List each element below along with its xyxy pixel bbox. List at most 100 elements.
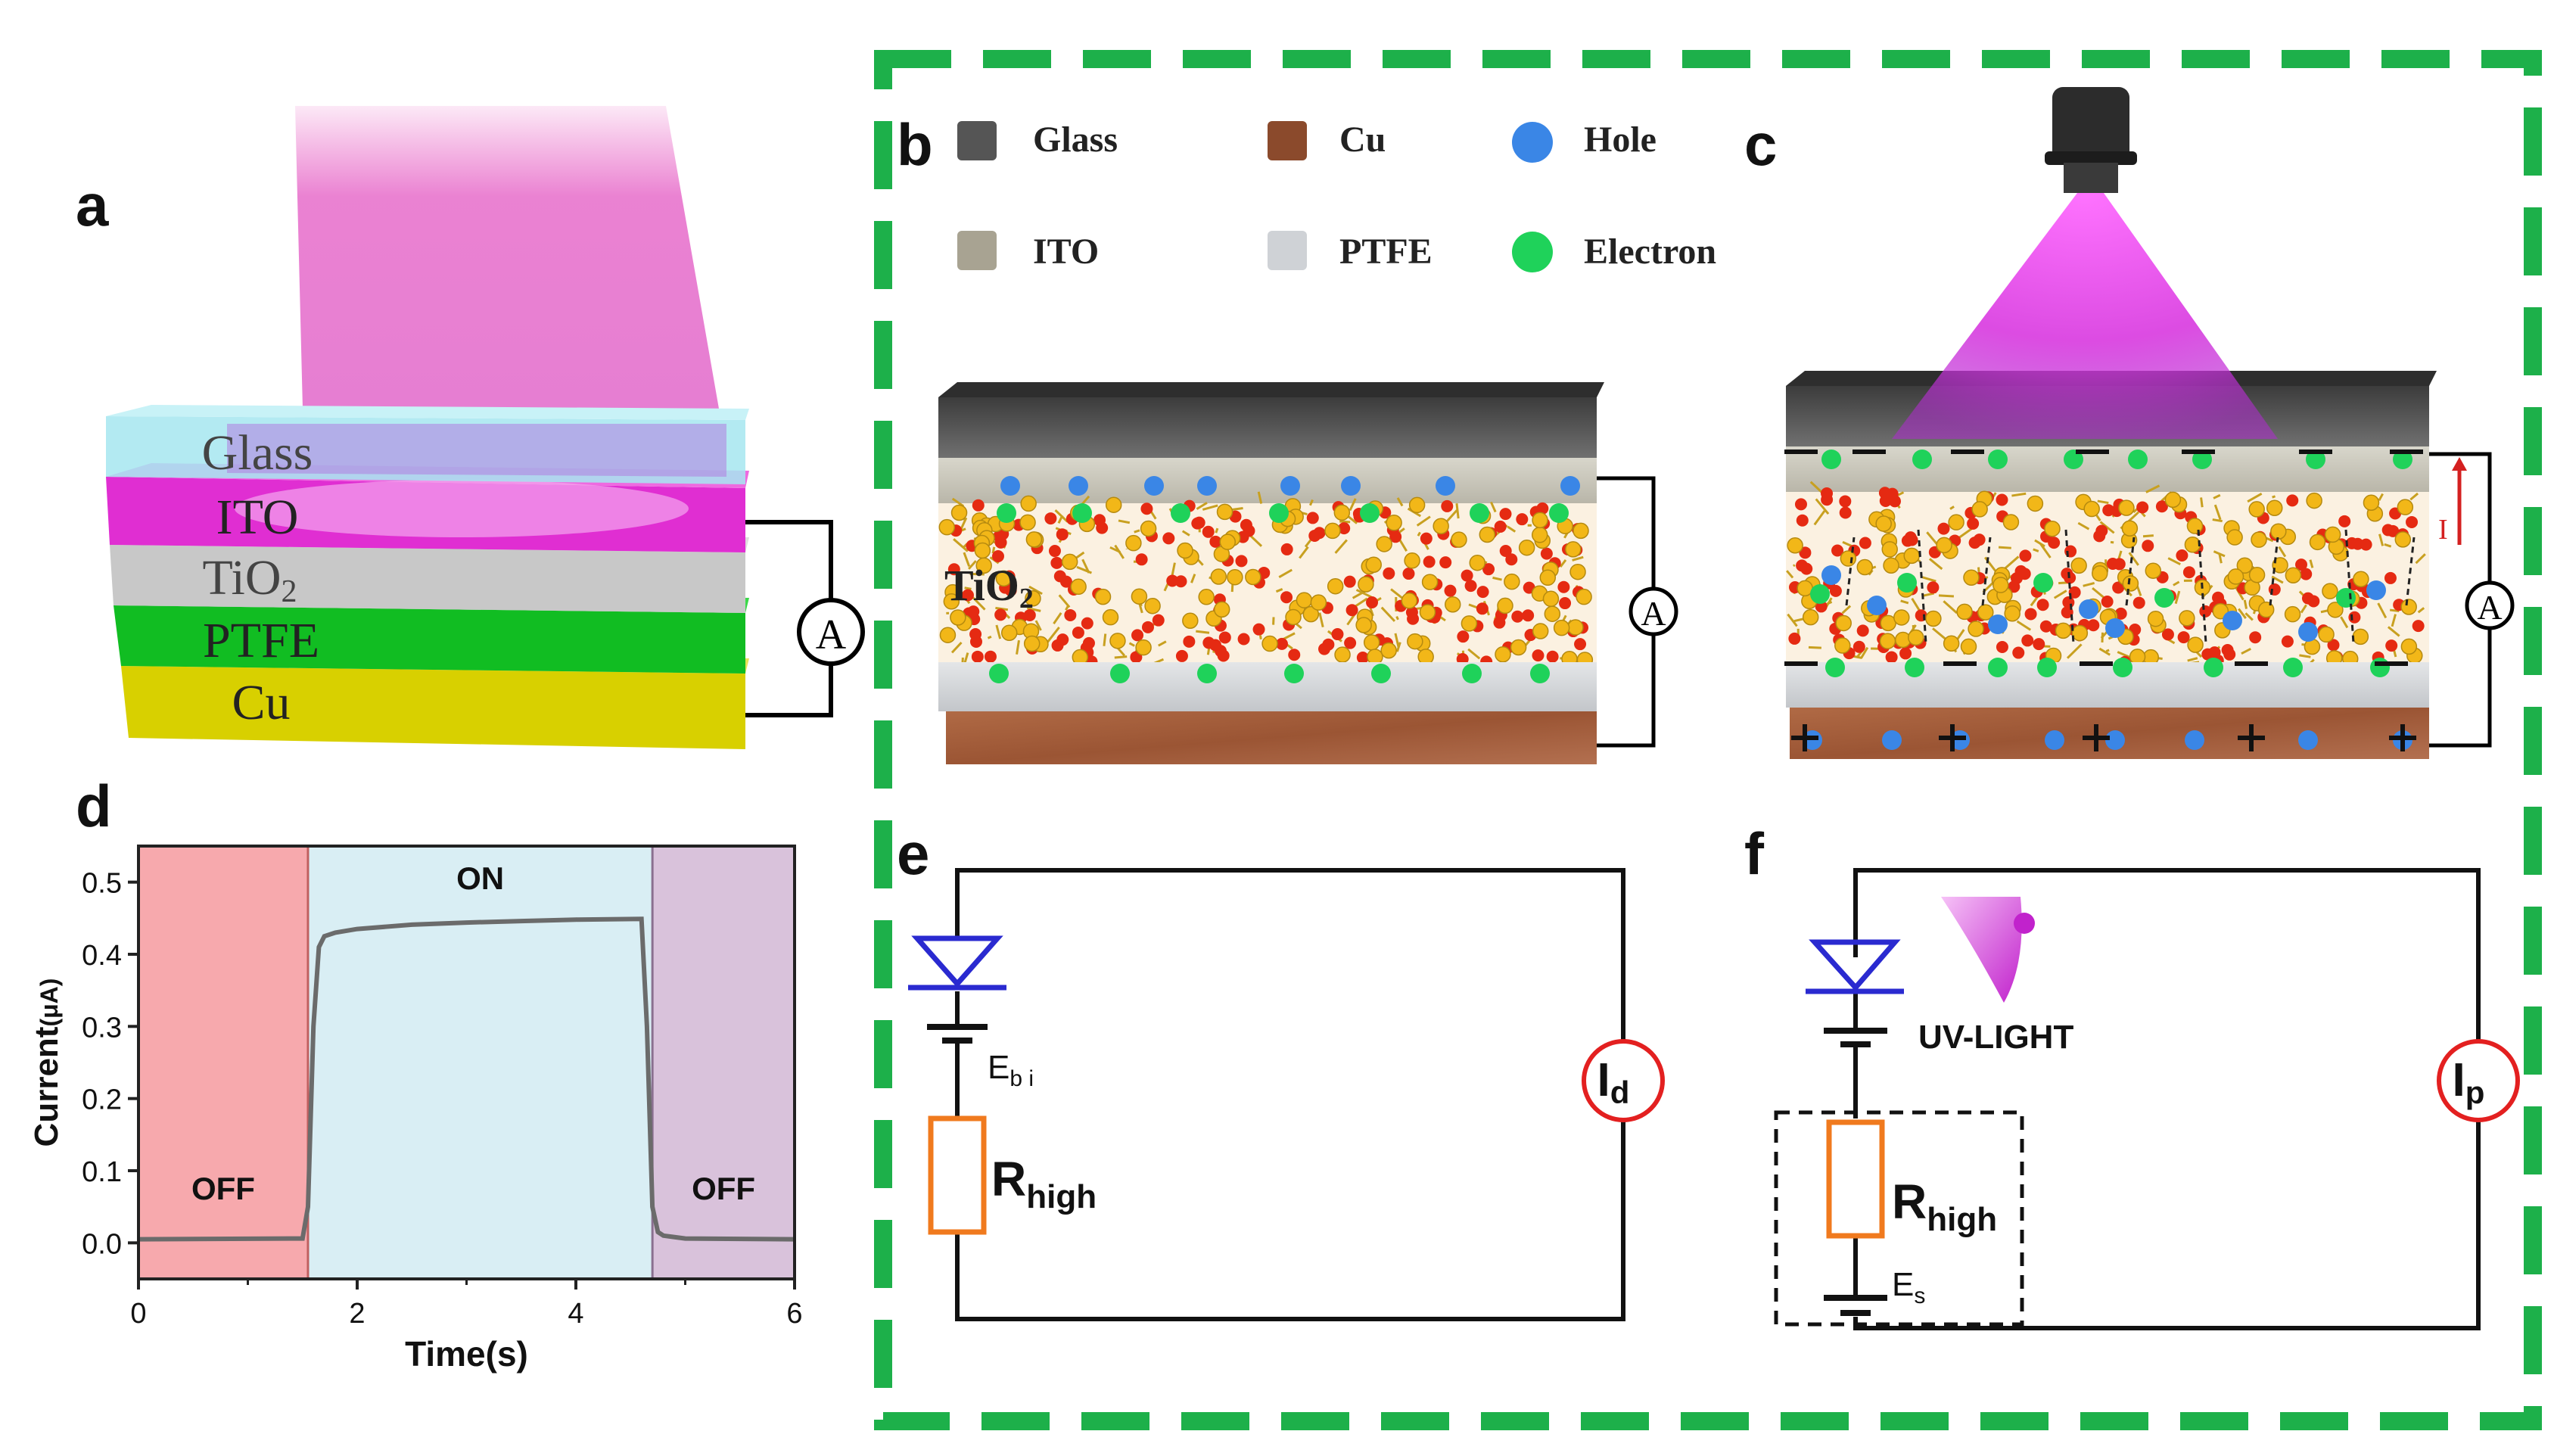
b-tio2-label: TiO2: [944, 561, 1034, 614]
legend-label-electron: Electron: [1584, 232, 1716, 272]
chart-region-label-0: OFF: [191, 1171, 255, 1206]
b-ptfe: [938, 662, 1597, 711]
electron: [1825, 658, 1845, 677]
electron: [2064, 450, 2083, 469]
b-ito: [938, 458, 1597, 503]
legend-swatch-glass: [957, 121, 997, 160]
meter-id-label: Id: [1597, 1054, 1630, 1110]
meter-ip-label: Ip: [2453, 1054, 2485, 1110]
hole: [2185, 730, 2204, 750]
legend-swatch-ptfe: [1268, 231, 1307, 270]
diode-f: [1809, 939, 1901, 992]
hole: [1280, 476, 1300, 496]
electron: [2154, 588, 2174, 608]
electron: [1530, 664, 1550, 683]
chart-series-line-0: [138, 916, 795, 1242]
y-tick-label-1: 0.1: [82, 1156, 122, 1188]
legend-label-ito: ITO: [1033, 232, 1099, 272]
legend-swatch-hole: [1512, 122, 1553, 163]
electron: [2283, 658, 2303, 677]
y-tick-label-4: 0.4: [82, 940, 122, 972]
electron: [1988, 450, 2008, 469]
electron: [997, 503, 1016, 523]
electron: [2033, 573, 2053, 593]
x-tick-label-1: 2: [349, 1298, 365, 1330]
hole: [2223, 611, 2242, 630]
hole: [1867, 596, 1887, 615]
panel-label-f: f: [1744, 820, 1765, 887]
c-electrons: [1810, 450, 2412, 677]
c-ammeter-label: A: [2477, 588, 2502, 627]
electron: [1549, 503, 1569, 523]
light-beam: [295, 106, 719, 409]
electron: [1905, 658, 1924, 677]
panel-label-c: c: [1744, 111, 1777, 178]
layer-label-cu: Cu: [232, 675, 290, 730]
electron: [2393, 450, 2412, 469]
electron: [1988, 658, 2008, 677]
hole: [1000, 476, 1020, 496]
meter-ip: [2437, 1039, 2520, 1122]
electron: [1912, 450, 1932, 469]
electron: [2336, 588, 2356, 608]
c-ammeter: [2465, 580, 2515, 630]
legend-label-glass: Glass: [1033, 120, 1118, 160]
chart-region-label-2: OFF: [692, 1171, 755, 1206]
chart-region-0: [138, 846, 308, 1279]
panel-label-a: a: [76, 172, 109, 238]
uv-light-icon: [1941, 897, 2022, 1003]
panel-label-d: d: [76, 773, 112, 839]
c-charge-signs: [1784, 450, 2423, 751]
hole: [1341, 476, 1361, 496]
legend-swatch-electron: [1512, 232, 1553, 272]
c-carrier-arrows: [1845, 529, 2416, 644]
ebi-label: Eb i: [988, 1049, 1034, 1091]
b-glass: [938, 397, 1597, 458]
electron: [2192, 450, 2212, 469]
panel-label-e: e: [897, 820, 929, 887]
circuit-lit: UV-LIGHT Rhigh Es Ip: [1774, 868, 2520, 1330]
circuit-dark: Eb i Rhigh Id: [908, 868, 1665, 1321]
hole: [1882, 730, 1902, 750]
electron: [1110, 664, 1130, 683]
es-label: Es: [1892, 1266, 1925, 1308]
hole: [2298, 622, 2318, 642]
hole: [2298, 730, 2318, 750]
electron: [989, 664, 1009, 683]
legend-swatch-ito: [957, 231, 997, 270]
b-ammeter-label: A: [1641, 594, 1666, 633]
x-tick-label-0: 0: [130, 1298, 146, 1330]
electron: [2037, 658, 2057, 677]
hole: [2079, 599, 2098, 619]
hole: [1988, 614, 2008, 634]
layer-label-ito: ITO: [216, 490, 299, 545]
b-cu: [946, 711, 1597, 764]
hole: [1069, 476, 1088, 496]
legend: Glass Cu Hole ITO PTFE Electron: [957, 120, 1716, 272]
meter-id: [1582, 1039, 1665, 1122]
hole: [1197, 476, 1217, 496]
legend-label-ptfe: PTFE: [1339, 232, 1433, 272]
chart-region-label-1: ON: [456, 860, 504, 896]
y-tick-label-0: 0.0: [82, 1228, 122, 1260]
hole: [2366, 580, 2386, 600]
chart-region-2: [652, 846, 795, 1279]
electron: [1470, 503, 1489, 523]
rhigh-label-e: Rhigh: [991, 1152, 1097, 1215]
panel-label-b: b: [897, 111, 933, 178]
electron: [2204, 658, 2223, 677]
y-tick-label-3: 0.3: [82, 1012, 122, 1044]
device-lit-state: I A: [1784, 87, 2515, 759]
electron: [1072, 503, 1092, 523]
ptfe-layer: [114, 605, 745, 674]
layer-label-tio2: TiO2: [203, 550, 297, 609]
uv-light-label: UV-LIGHT: [1918, 1019, 2073, 1056]
uv-cone: [1892, 193, 2278, 439]
ammeter-a: [797, 598, 865, 666]
x-tick-label-3: 6: [786, 1298, 802, 1330]
rhigh-label-f: Rhigh: [1892, 1174, 1997, 1238]
diode-e: [917, 938, 997, 984]
electron: [1284, 664, 1304, 683]
current-arrow-label: I: [2438, 514, 2448, 546]
